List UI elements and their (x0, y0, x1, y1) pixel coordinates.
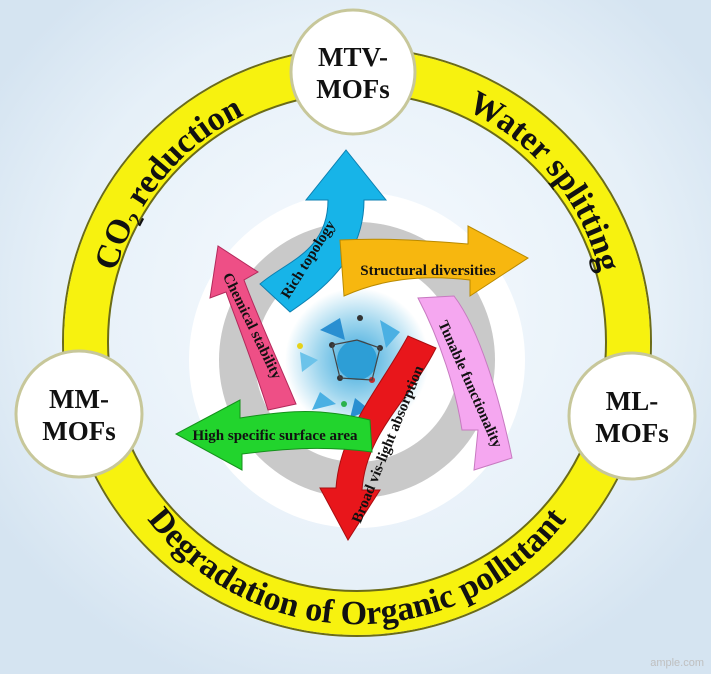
node-mm-mofs: MM- MOFs (14, 349, 144, 479)
svg-text:MTV-: MTV- (318, 42, 388, 72)
arrow-structural-diversities: Structural diversities (339, 225, 529, 297)
svg-text:MM-: MM- (49, 384, 109, 414)
svg-text:High specific surface area: High specific surface area (192, 428, 358, 444)
svg-text:MOFs: MOFs (316, 74, 390, 104)
watermark: ample.com (650, 657, 704, 669)
mof-structure (297, 315, 414, 418)
svg-text:MOFs: MOFs (42, 416, 116, 446)
node-mtv-mofs: MTV- MOFs (289, 8, 417, 136)
node-ml-mofs: ML- MOFs (567, 351, 697, 481)
svg-text:MOFs: MOFs (595, 418, 669, 448)
svg-text:Structural diversities: Structural diversities (360, 263, 496, 279)
svg-text:ML-: ML- (606, 386, 658, 416)
arrow-high-surface-area: High specific surface area (174, 399, 373, 471)
